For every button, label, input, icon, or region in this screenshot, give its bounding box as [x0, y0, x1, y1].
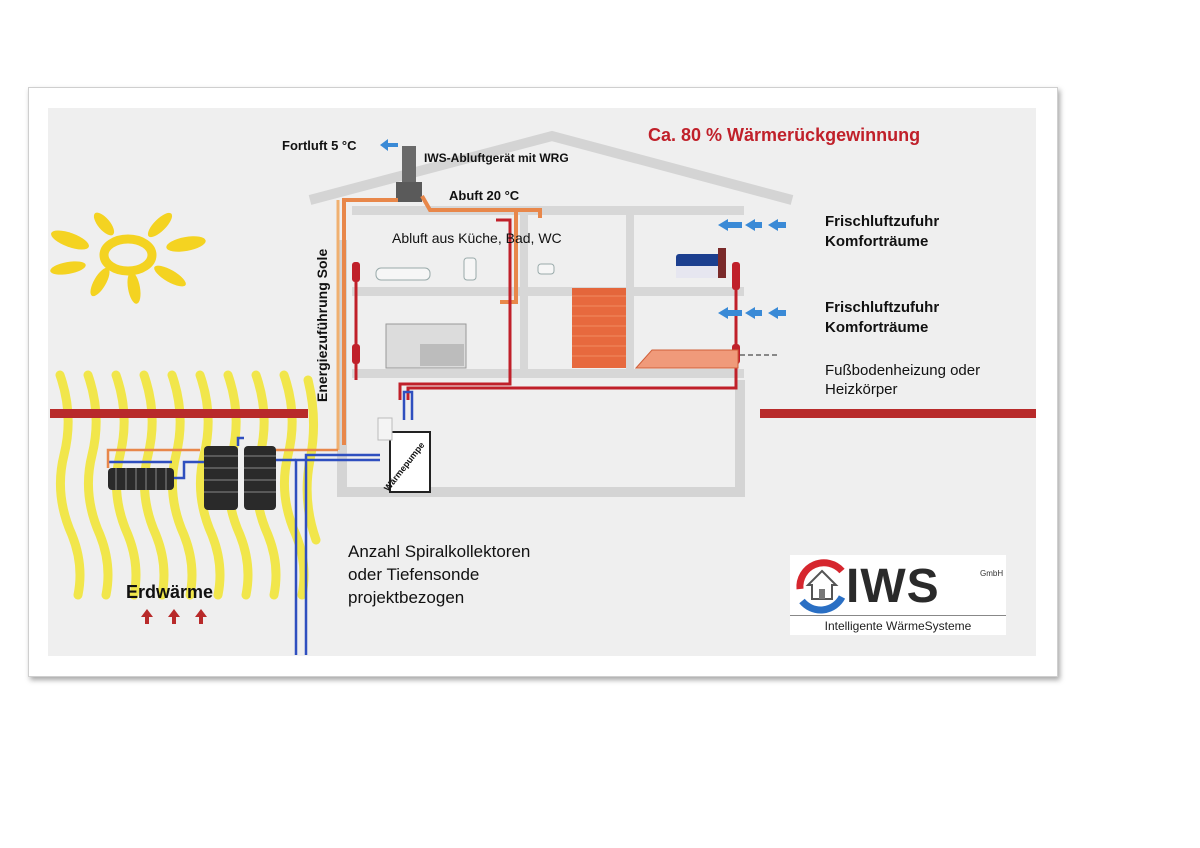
- iws-logo: IWS GmbH Intelligente WärmeSysteme: [790, 555, 1006, 635]
- exhaust-ducts: [342, 195, 542, 445]
- sun-icon: [50, 212, 206, 304]
- abluft-temp-label: Abuft 20 °C: [449, 188, 520, 203]
- logo-suffix: GmbH: [980, 569, 1004, 578]
- fixtures: [375, 248, 726, 369]
- kollektoren-line1: Anzahl Spiralkollektoren: [348, 542, 531, 561]
- erdwaerme-label: Erdwärme: [126, 582, 214, 602]
- fortluft-arrow-icon: [380, 139, 398, 151]
- wall-heating-panel: [572, 288, 626, 368]
- device-label: IWS-Abluftgerät mit WRG: [424, 151, 569, 165]
- kollektoren-line2: oder Tiefensonde: [348, 565, 480, 584]
- house-floors: [352, 206, 744, 378]
- bathtub-icon: [375, 267, 431, 281]
- fussboden-line2: Heizkörper: [825, 381, 898, 398]
- house-heat-logo-icon: [796, 559, 846, 614]
- exhaust-device: [396, 182, 422, 202]
- energiezufuhr-label: Energiezuführung Sole: [314, 248, 330, 402]
- logo-name: IWS: [846, 560, 940, 613]
- fresh-air-arrows: [718, 219, 786, 319]
- heat-pump-box: [389, 431, 431, 493]
- toilet-icon: [463, 257, 477, 281]
- ground-heat-waves: [55, 370, 321, 600]
- fortluft-label: Fortluft 5 °C: [282, 138, 357, 153]
- frischluft-2-line2: Komforträume: [825, 319, 929, 336]
- sink-icon: [537, 263, 555, 275]
- earth-heat-arrows: [141, 609, 207, 624]
- logo-tagline: Intelligente WärmeSysteme: [824, 619, 972, 633]
- collector-pipes: [106, 436, 338, 480]
- ground-line-right: [760, 409, 1036, 418]
- frischluft-2-line1: Frischluftzufuhr: [825, 299, 940, 316]
- abluft-rooms-label: Abluft aus Küche, Bad, WC: [392, 230, 562, 246]
- frischluft-1-line1: Frischluftzufuhr: [825, 213, 940, 230]
- kollektoren-line3: projektbezogen: [348, 588, 465, 607]
- floor-heating: [634, 349, 739, 369]
- logo-divider: [790, 615, 1006, 616]
- chimney: [402, 146, 416, 186]
- frischluft-1-line2: Komforträume: [825, 233, 929, 250]
- fussboden-line1: Fußbodenheizung oder: [825, 362, 981, 379]
- spiral-collectors: [108, 446, 276, 510]
- ground-line-left: [50, 409, 308, 418]
- diagram-title: Ca. 80 % Wärmerückgewinnung: [648, 125, 921, 145]
